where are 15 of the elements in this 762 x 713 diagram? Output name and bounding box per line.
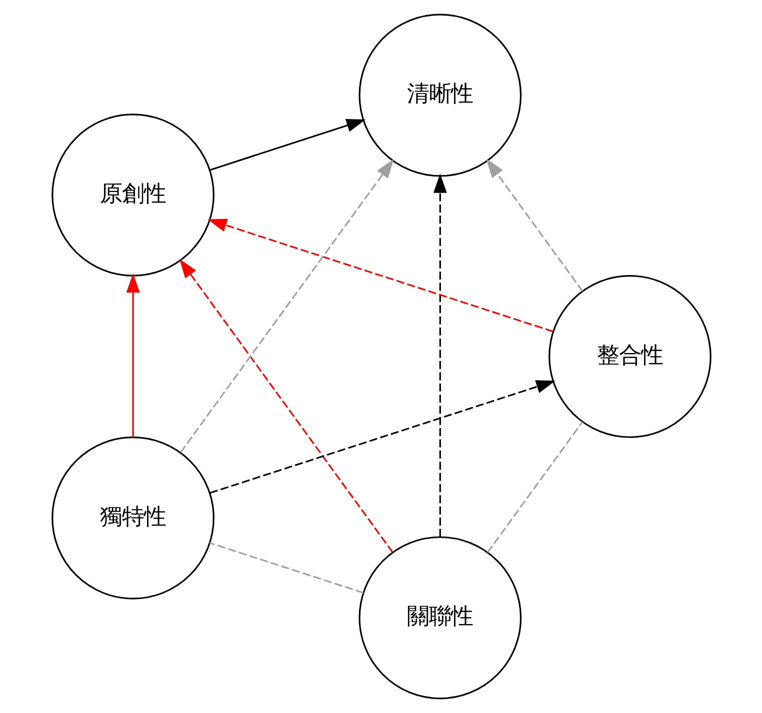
node-circle: 獨特性 bbox=[51, 436, 214, 600]
arrow bbox=[209, 380, 555, 494]
arrow bbox=[126, 273, 140, 438]
node-circle: 清晰性 bbox=[358, 14, 522, 177]
connector bbox=[209, 542, 364, 594]
arrow bbox=[207, 218, 553, 332]
arrow bbox=[178, 258, 393, 553]
arrow bbox=[486, 158, 583, 292]
arrow bbox=[180, 159, 394, 453]
arrow bbox=[208, 118, 366, 171]
connector bbox=[486, 421, 583, 553]
node-circle: 原創性 bbox=[51, 114, 214, 276]
arrow bbox=[432, 174, 446, 537]
node-circle: 關聯性 bbox=[358, 536, 522, 700]
node-circle: 整合性 bbox=[548, 275, 711, 438]
